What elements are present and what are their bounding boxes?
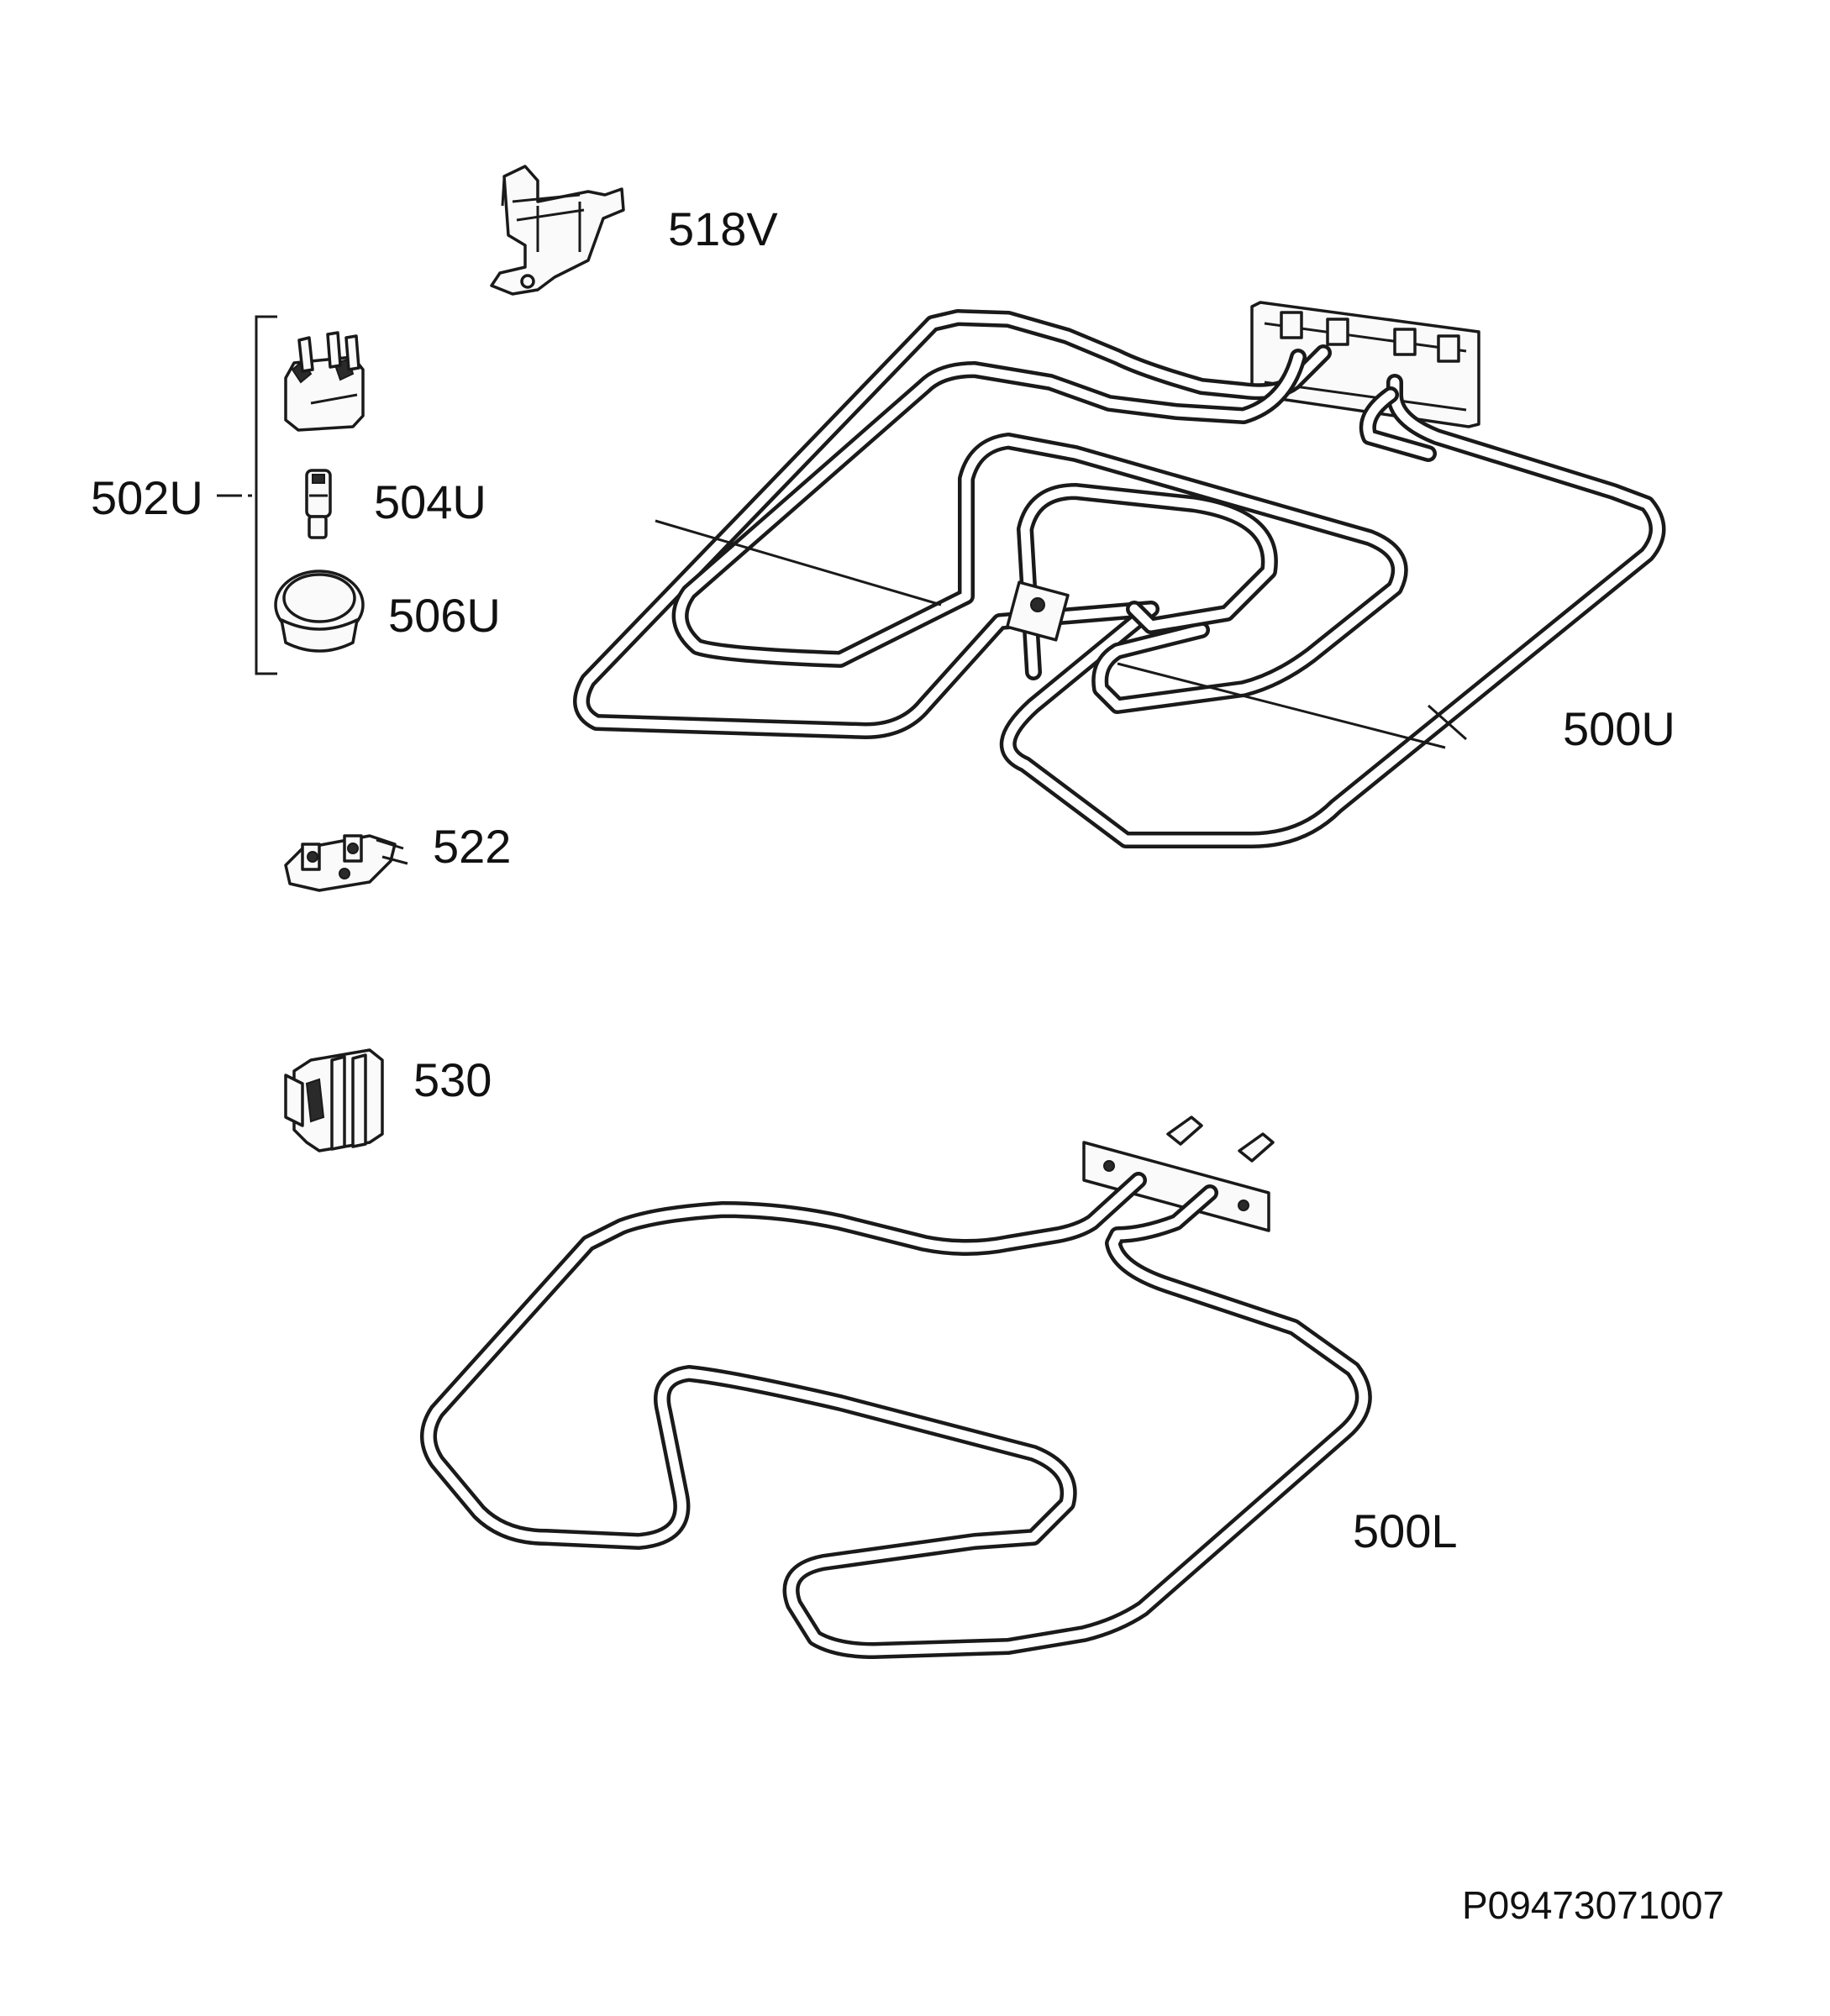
lower-heating-element-icon — [420, 1116, 1372, 1659]
document-number: P09473071007 — [1462, 1883, 1725, 1927]
part-label-502u: 502U — [91, 471, 203, 524]
part-label-500u: 500U — [1563, 702, 1675, 755]
lamp-bulb-icon — [305, 469, 332, 539]
part-label-530: 530 — [413, 1053, 492, 1106]
terminal-block-icon — [284, 834, 408, 892]
part-label-504u: 504U — [374, 475, 486, 528]
part-label-506u: 506U — [388, 589, 501, 642]
lamp-cover-icon — [274, 570, 365, 653]
part-label-500l: 500L — [1353, 1504, 1458, 1557]
thermal-cutout-icon — [490, 165, 625, 296]
connector-clip-icon — [284, 1048, 384, 1152]
lamp-assembly-bracket-icon — [217, 315, 365, 675]
part-label-522: 522 — [433, 820, 512, 873]
part-label-518v: 518V — [668, 202, 778, 255]
upper-heating-element-icon — [573, 301, 1666, 848]
